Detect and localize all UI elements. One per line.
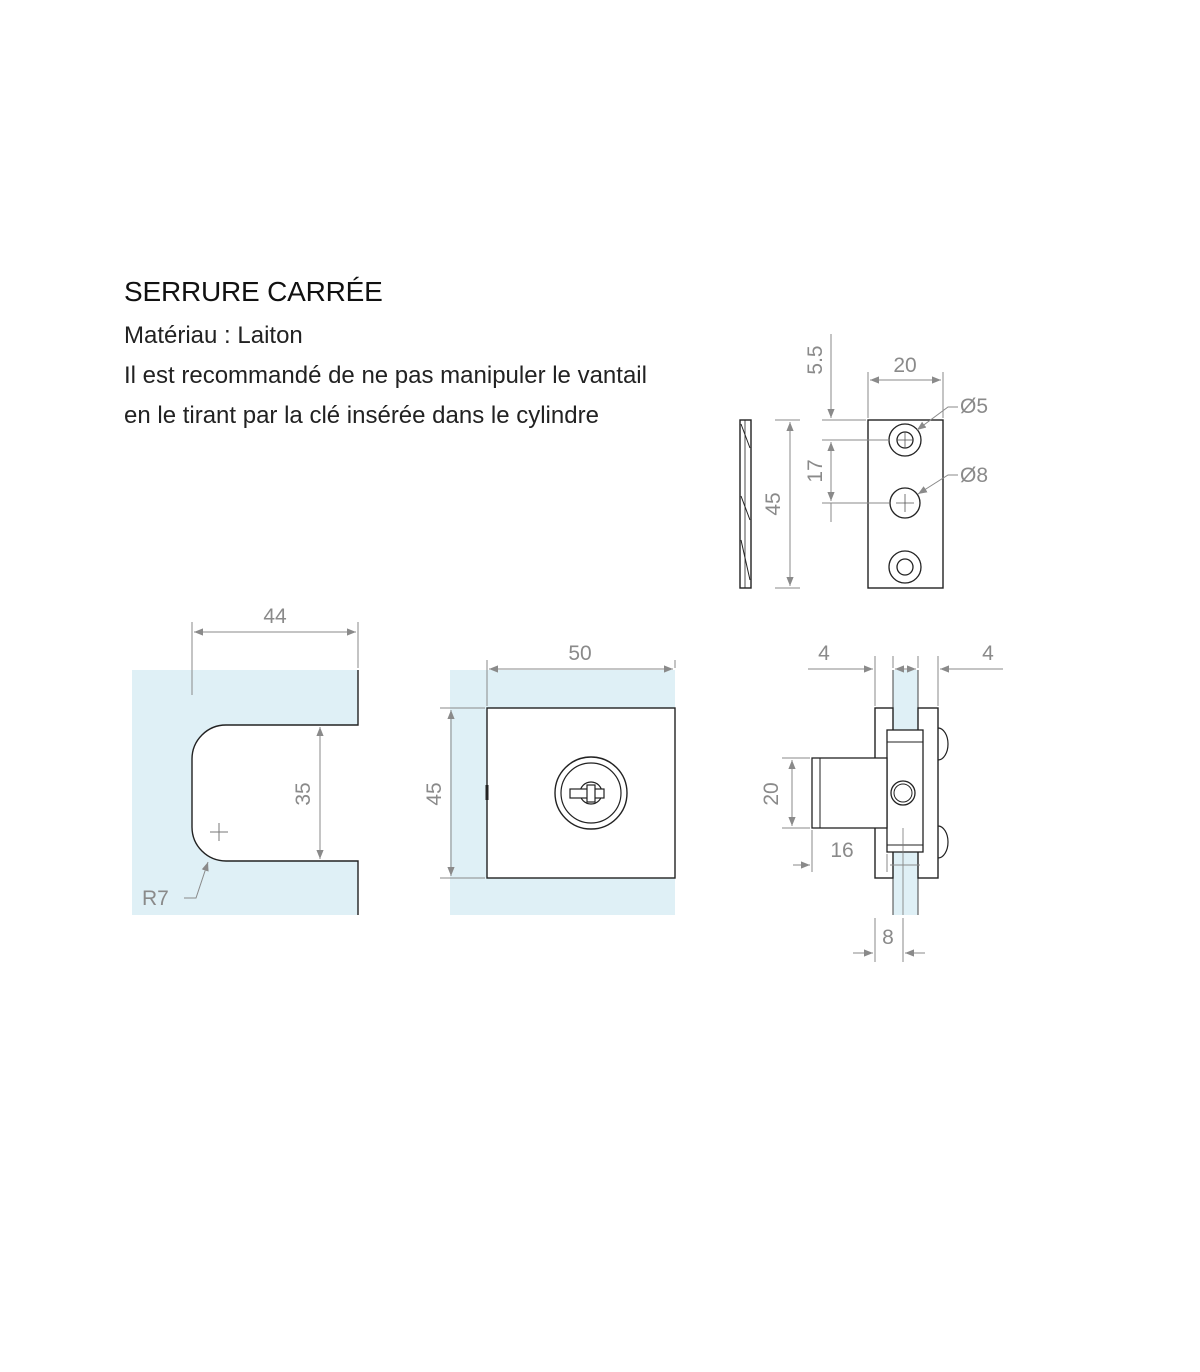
dim-notch-height: 35 — [292, 782, 315, 805]
dim-cylinder-depth: 16 — [830, 839, 853, 862]
material-text: Matériau : Laiton — [124, 322, 303, 349]
dim-hole-large: Ø8 — [960, 464, 988, 487]
note-line-1: Il est recommandé de ne pas manipuler le… — [124, 362, 647, 389]
lock-side-dimensions — [782, 656, 1003, 962]
lock-front-view — [450, 670, 676, 915]
strike-plate-front-view — [867, 419, 944, 589]
dim-cylinder-diameter: 20 — [760, 782, 783, 805]
dim-hole-spacing: 17 — [804, 459, 827, 482]
dim-notch-radius: R7 — [142, 887, 169, 910]
notch-dimensions — [184, 622, 359, 899]
note-line-2: en le tirant par la clé insérée dans le … — [124, 402, 599, 429]
dim-side-right: 4 — [982, 642, 994, 665]
lock-front-dimensions — [440, 660, 676, 879]
lock-side-view — [811, 670, 949, 915]
key-cylinder-icon — [554, 756, 628, 830]
dim-lock-height: 45 — [423, 782, 446, 805]
dim-hole-small: Ø5 — [960, 395, 988, 418]
dim-side-left: 4 — [818, 642, 830, 665]
dim-notch-width: 44 — [263, 605, 287, 628]
dim-lock-width: 50 — [568, 642, 591, 665]
strike-plate-dimensions — [775, 334, 958, 589]
glass-notch-view — [132, 670, 359, 915]
dim-strike-height: 45 — [762, 492, 785, 515]
dim-glass-thickness: 8 — [882, 926, 894, 949]
product-title: SERRURE CARRÉE — [124, 276, 383, 307]
dim-strike-offset: 5.5 — [804, 345, 827, 374]
dim-strike-width: 20 — [893, 354, 916, 377]
strike-plate-side-view — [739, 419, 752, 589]
